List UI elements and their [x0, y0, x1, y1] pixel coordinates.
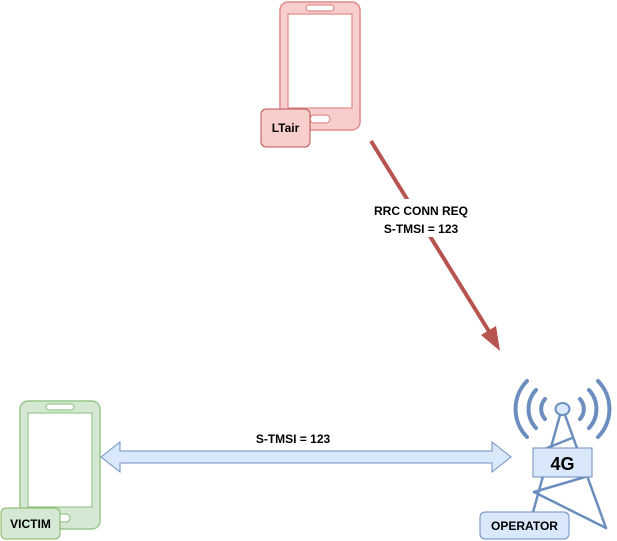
attacker-label-bg — [260, 108, 311, 148]
antenna-tip — [554, 402, 571, 416]
attack-message-line1: RRC CONN REQ — [374, 204, 468, 218]
victim-phone-screen — [27, 412, 93, 508]
victim-label: VICTIM — [10, 517, 51, 531]
tower-brace-low — [532, 490, 608, 530]
wave-left-inner-icon — [539, 397, 547, 421]
attack-arrow-head — [481, 326, 500, 351]
victim-label-bg — [0, 507, 61, 540]
attacker-label: LTair — [272, 121, 300, 135]
victim-phone-speaker — [45, 403, 75, 411]
wave-right-inner-icon — [578, 397, 586, 421]
victim-label-box[interactable]: VICTIM — [0, 507, 61, 540]
wave-right-outer-icon — [596, 379, 612, 439]
cell-tower[interactable] — [513, 379, 612, 530]
attack-message-line2: S-TMSI = 123 — [384, 222, 459, 236]
attack-arrow[interactable] — [369, 139, 500, 351]
tower-brace-top — [545, 436, 574, 450]
tower-4g-bg — [532, 447, 593, 478]
operator-label: OPERATOR — [491, 519, 558, 533]
attacker-phone-button — [309, 114, 331, 124]
link-arrow-shape — [100, 440, 512, 474]
attacker-phone[interactable] — [279, 1, 361, 131]
wave-left-middle-icon — [526, 388, 538, 430]
tower-brace-mid — [532, 475, 587, 494]
operator-label-bg — [479, 511, 570, 540]
tower-4g-box: 4G — [532, 447, 593, 478]
link-message-label: S-TMSI = 123 — [256, 432, 331, 446]
wave-right-middle-icon — [587, 388, 599, 430]
tower-4g-label: 4G — [550, 454, 574, 474]
attacker-phone-screen — [287, 13, 353, 109]
wave-left-outer-icon — [513, 379, 529, 439]
victim-phone[interactable] — [19, 400, 101, 530]
link-arrow[interactable] — [100, 440, 512, 474]
operator-label-box[interactable]: OPERATOR — [479, 511, 570, 540]
attacker-label-box[interactable]: LTair — [260, 108, 311, 148]
attacker-phone-speaker — [305, 4, 335, 12]
attack-message-bg — [356, 199, 486, 237]
